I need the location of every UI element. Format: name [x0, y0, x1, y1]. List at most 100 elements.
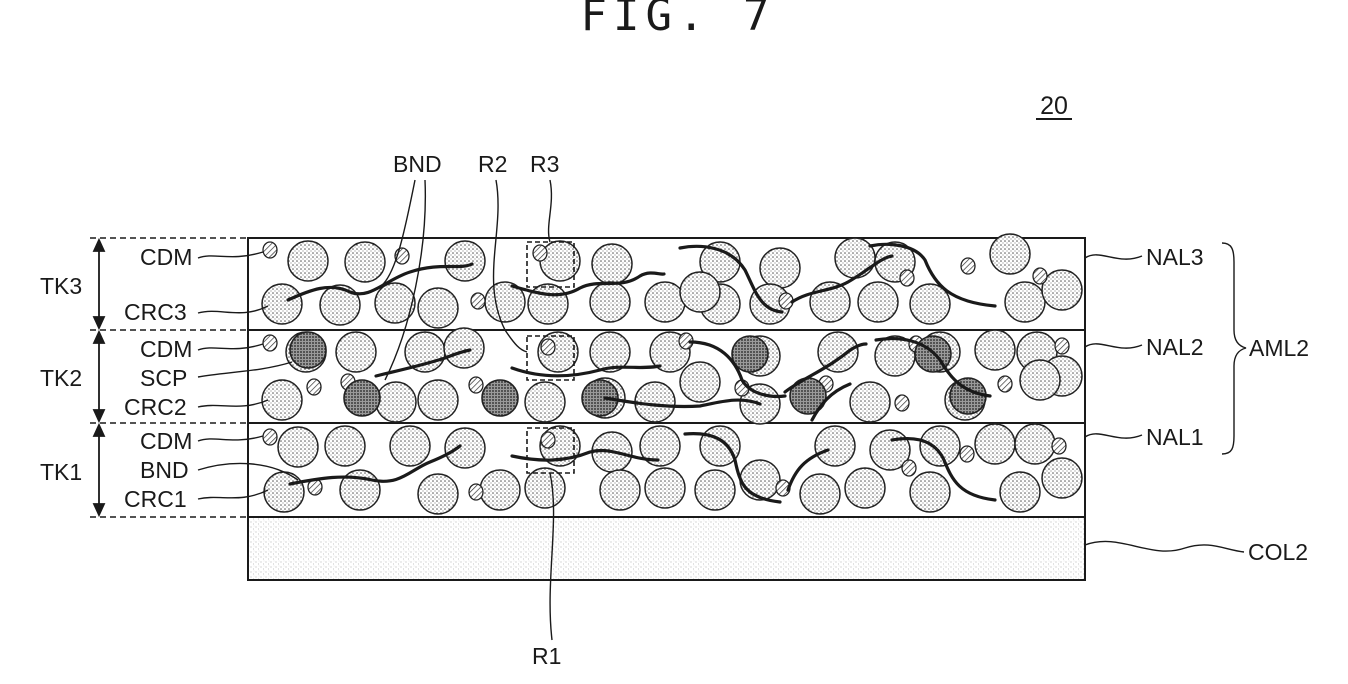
cdm-particle	[541, 339, 555, 355]
label-col2: COL2	[1248, 539, 1308, 565]
cdm-particle	[533, 245, 547, 261]
label-cdm-3: CDM	[140, 244, 192, 270]
crc-particle	[845, 468, 885, 508]
cdm-particle	[900, 270, 914, 286]
bnd-binder-line	[512, 451, 658, 461]
leader-r2	[494, 180, 527, 352]
crc-particle	[278, 427, 318, 467]
crc-particle	[1015, 424, 1055, 464]
crc-particle	[850, 382, 890, 422]
cdm-particle	[1055, 338, 1069, 354]
crc-particle	[336, 332, 376, 372]
scp-particle	[950, 378, 986, 414]
label-nal2: NAL2	[1146, 334, 1204, 360]
leader-nal2	[1085, 344, 1142, 348]
crc-particle	[835, 238, 875, 278]
leader-nal1	[1085, 434, 1142, 438]
label-crc2: CRC2	[124, 394, 187, 420]
scp-particle	[290, 332, 326, 368]
crc-particle	[264, 472, 304, 512]
label-tk3: TK3	[40, 273, 82, 299]
cdm-particle	[960, 446, 974, 462]
label-aml2: AML2	[1249, 335, 1309, 361]
crc-particle	[815, 426, 855, 466]
figure-title: FIG. 7	[581, 0, 776, 41]
label-r3: R3	[530, 151, 559, 177]
leader-col2	[1085, 541, 1244, 552]
crc-particle	[990, 234, 1030, 274]
crc-particle	[525, 382, 565, 422]
crc-particle	[680, 272, 720, 312]
crc-particle	[1000, 472, 1040, 512]
bnd-binder-line	[605, 398, 760, 407]
cdm-particle	[541, 432, 555, 448]
crc-particle	[376, 382, 416, 422]
crc-particle	[1005, 282, 1045, 322]
bnd-binder-line	[512, 273, 664, 295]
cdm-particle	[1052, 438, 1066, 454]
crc-particle	[800, 474, 840, 514]
crc-particle	[818, 332, 858, 372]
cdm-particle	[263, 242, 277, 258]
label-nal1: NAL1	[1146, 424, 1204, 450]
leader-crc1	[198, 490, 268, 499]
crc-particle	[525, 468, 565, 508]
crc-particle	[645, 282, 685, 322]
cdm-particle	[263, 335, 277, 351]
bnd-binder-line	[512, 366, 660, 376]
crc-particle	[325, 426, 365, 466]
crc-particle	[288, 241, 328, 281]
crc-particle	[600, 470, 640, 510]
crc-particle	[262, 284, 302, 324]
label-scp: SCP	[140, 365, 187, 391]
crc-particle	[858, 282, 898, 322]
reference-number: 20	[1040, 92, 1068, 120]
cdm-particle	[895, 395, 909, 411]
cdm-particle	[961, 258, 975, 274]
crc-particle	[760, 248, 800, 288]
leader-cdm-3	[198, 252, 263, 258]
scp-particle	[344, 380, 380, 416]
crc-particle	[975, 424, 1015, 464]
thickness-arrows	[94, 240, 104, 515]
crc-particle	[975, 330, 1015, 370]
brace-aml2	[1222, 243, 1246, 454]
crc-particle	[418, 288, 458, 328]
crc-particle	[590, 282, 630, 322]
crc-particle	[445, 241, 485, 281]
label-cdm-1: CDM	[140, 428, 192, 454]
crc-particle	[1042, 458, 1082, 498]
crc-particle	[645, 468, 685, 508]
layer-col2	[248, 517, 1085, 580]
crc-particle	[345, 242, 385, 282]
label-tk1: TK1	[40, 459, 82, 485]
crc-particle	[1042, 270, 1082, 310]
leader-cdm-2	[198, 344, 263, 350]
crc-particle	[1020, 360, 1060, 400]
crc-particle	[910, 472, 950, 512]
label-crc3: CRC3	[124, 299, 187, 325]
cdm-particle	[469, 484, 483, 500]
leader-scp	[198, 362, 292, 377]
cdm-particle	[471, 293, 485, 309]
crc-particle	[390, 426, 430, 466]
crc-particle	[592, 244, 632, 284]
cdm-particle	[307, 379, 321, 395]
crc-particle	[418, 474, 458, 514]
label-crc1: CRC1	[124, 486, 187, 512]
cdm-particle	[902, 460, 916, 476]
crc-particle	[680, 362, 720, 402]
crc-particle	[920, 426, 960, 466]
crc-particle	[480, 470, 520, 510]
cdm-particle	[263, 429, 277, 445]
leader-crc3	[198, 306, 268, 313]
crc-particle	[740, 460, 780, 500]
crc-particle	[444, 328, 484, 368]
cdm-particle	[1033, 268, 1047, 284]
label-bnd-top: BND	[393, 151, 442, 177]
label-nal3: NAL3	[1146, 244, 1204, 270]
leader-r3	[549, 180, 552, 242]
scp-particle	[482, 380, 518, 416]
